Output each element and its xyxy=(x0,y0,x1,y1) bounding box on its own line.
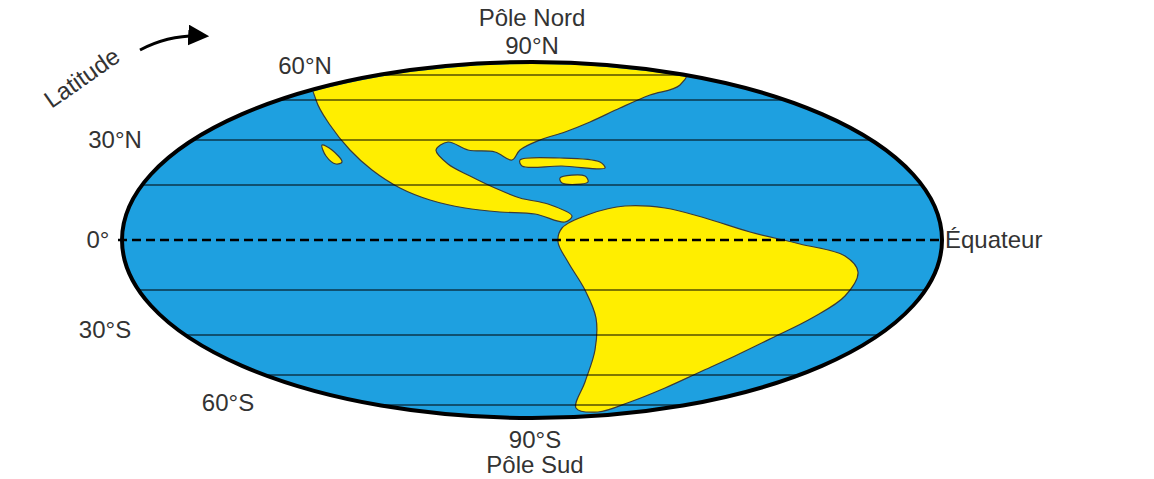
equator-line xyxy=(118,239,942,242)
parallel-line xyxy=(185,334,878,335)
latitude-label: 30°N xyxy=(88,128,142,152)
latitude-label: Pôle Sud xyxy=(486,453,583,477)
parallel-line xyxy=(139,289,926,290)
parallel-line xyxy=(378,74,686,75)
continent xyxy=(322,145,342,164)
latitude-arrow xyxy=(140,36,205,50)
latitude-label: 30°S xyxy=(79,318,131,342)
latitude-label: 60°N xyxy=(278,54,332,78)
parallel-line xyxy=(378,404,686,405)
latitude-label: 0° xyxy=(87,228,110,252)
latitude-label: Équateur xyxy=(945,228,1042,252)
latitude-label: 90°S xyxy=(509,428,561,452)
parallel-line xyxy=(142,184,922,185)
parallel-line xyxy=(193,139,871,140)
globe-outline xyxy=(122,62,942,418)
latitude-label: 90°N xyxy=(505,34,559,58)
continent xyxy=(560,175,588,185)
parallel-line xyxy=(279,99,785,100)
latitude-label: 60°S xyxy=(202,391,254,415)
axis-label: Latitude xyxy=(40,44,124,113)
parallel-line xyxy=(265,374,799,375)
continent xyxy=(520,157,606,169)
continent xyxy=(558,206,858,413)
latitude-label: Pôle Nord xyxy=(479,6,586,30)
